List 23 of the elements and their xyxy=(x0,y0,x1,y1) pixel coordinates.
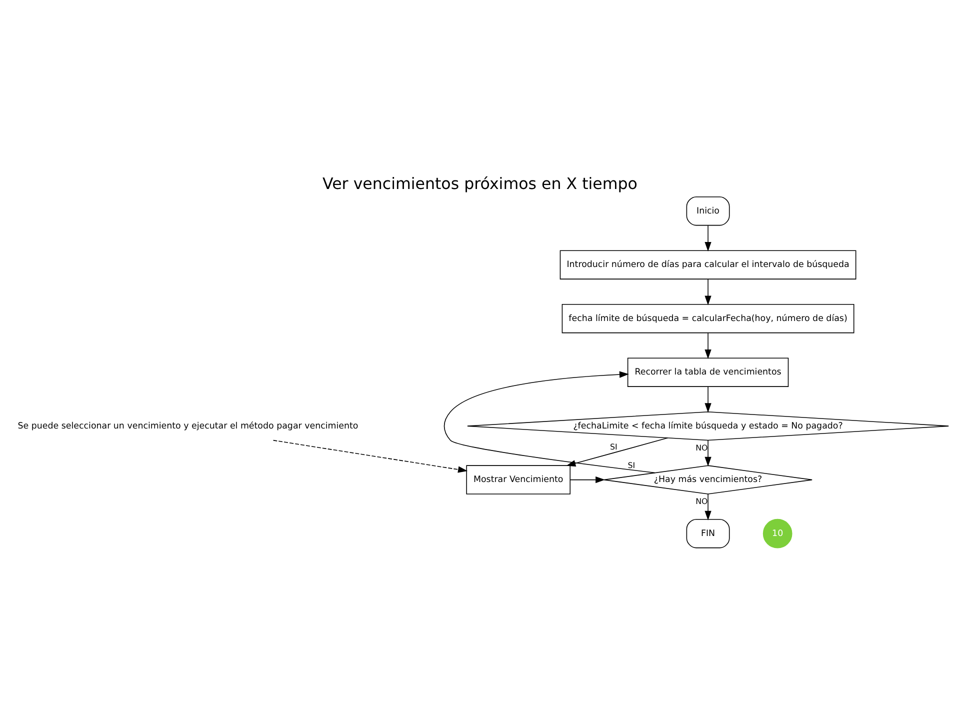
arrow xyxy=(444,370,656,473)
arrow xyxy=(704,332,712,358)
edge-label: SI xyxy=(610,442,618,451)
arrow xyxy=(704,386,712,412)
arrow xyxy=(272,439,468,472)
node-box: Introducir número de días para calcular el intervalo de búsqueda xyxy=(560,250,856,279)
node-box: Inicio xyxy=(686,196,730,226)
node-box: FIN xyxy=(686,518,730,548)
node-box: Mostrar Vencimiento xyxy=(466,464,570,494)
edge-label: NO xyxy=(696,442,708,452)
diagram-title: Ver vencimientos próximos en X tiempo xyxy=(322,173,638,192)
arrow xyxy=(704,440,712,466)
node-text: Se puede seleccionar un vencimiento y ejecutar el método pagar vencimiento xyxy=(18,420,358,431)
label: 10 xyxy=(772,528,784,538)
node-box: Recorrer la tabla de vencimientos xyxy=(627,357,789,386)
arrow xyxy=(570,476,606,483)
arrow xyxy=(704,224,712,251)
node-box: fecha límite de búsqueda = calcularFecha(hoy, número de días) xyxy=(562,303,854,333)
arrow xyxy=(566,437,668,466)
arrow xyxy=(704,278,712,305)
edge-label: NO xyxy=(696,496,708,506)
arrow xyxy=(704,493,712,520)
node-diamond: ¿fechaLimite < fecha límite búsqueda y estado = No pagado? xyxy=(467,410,949,440)
